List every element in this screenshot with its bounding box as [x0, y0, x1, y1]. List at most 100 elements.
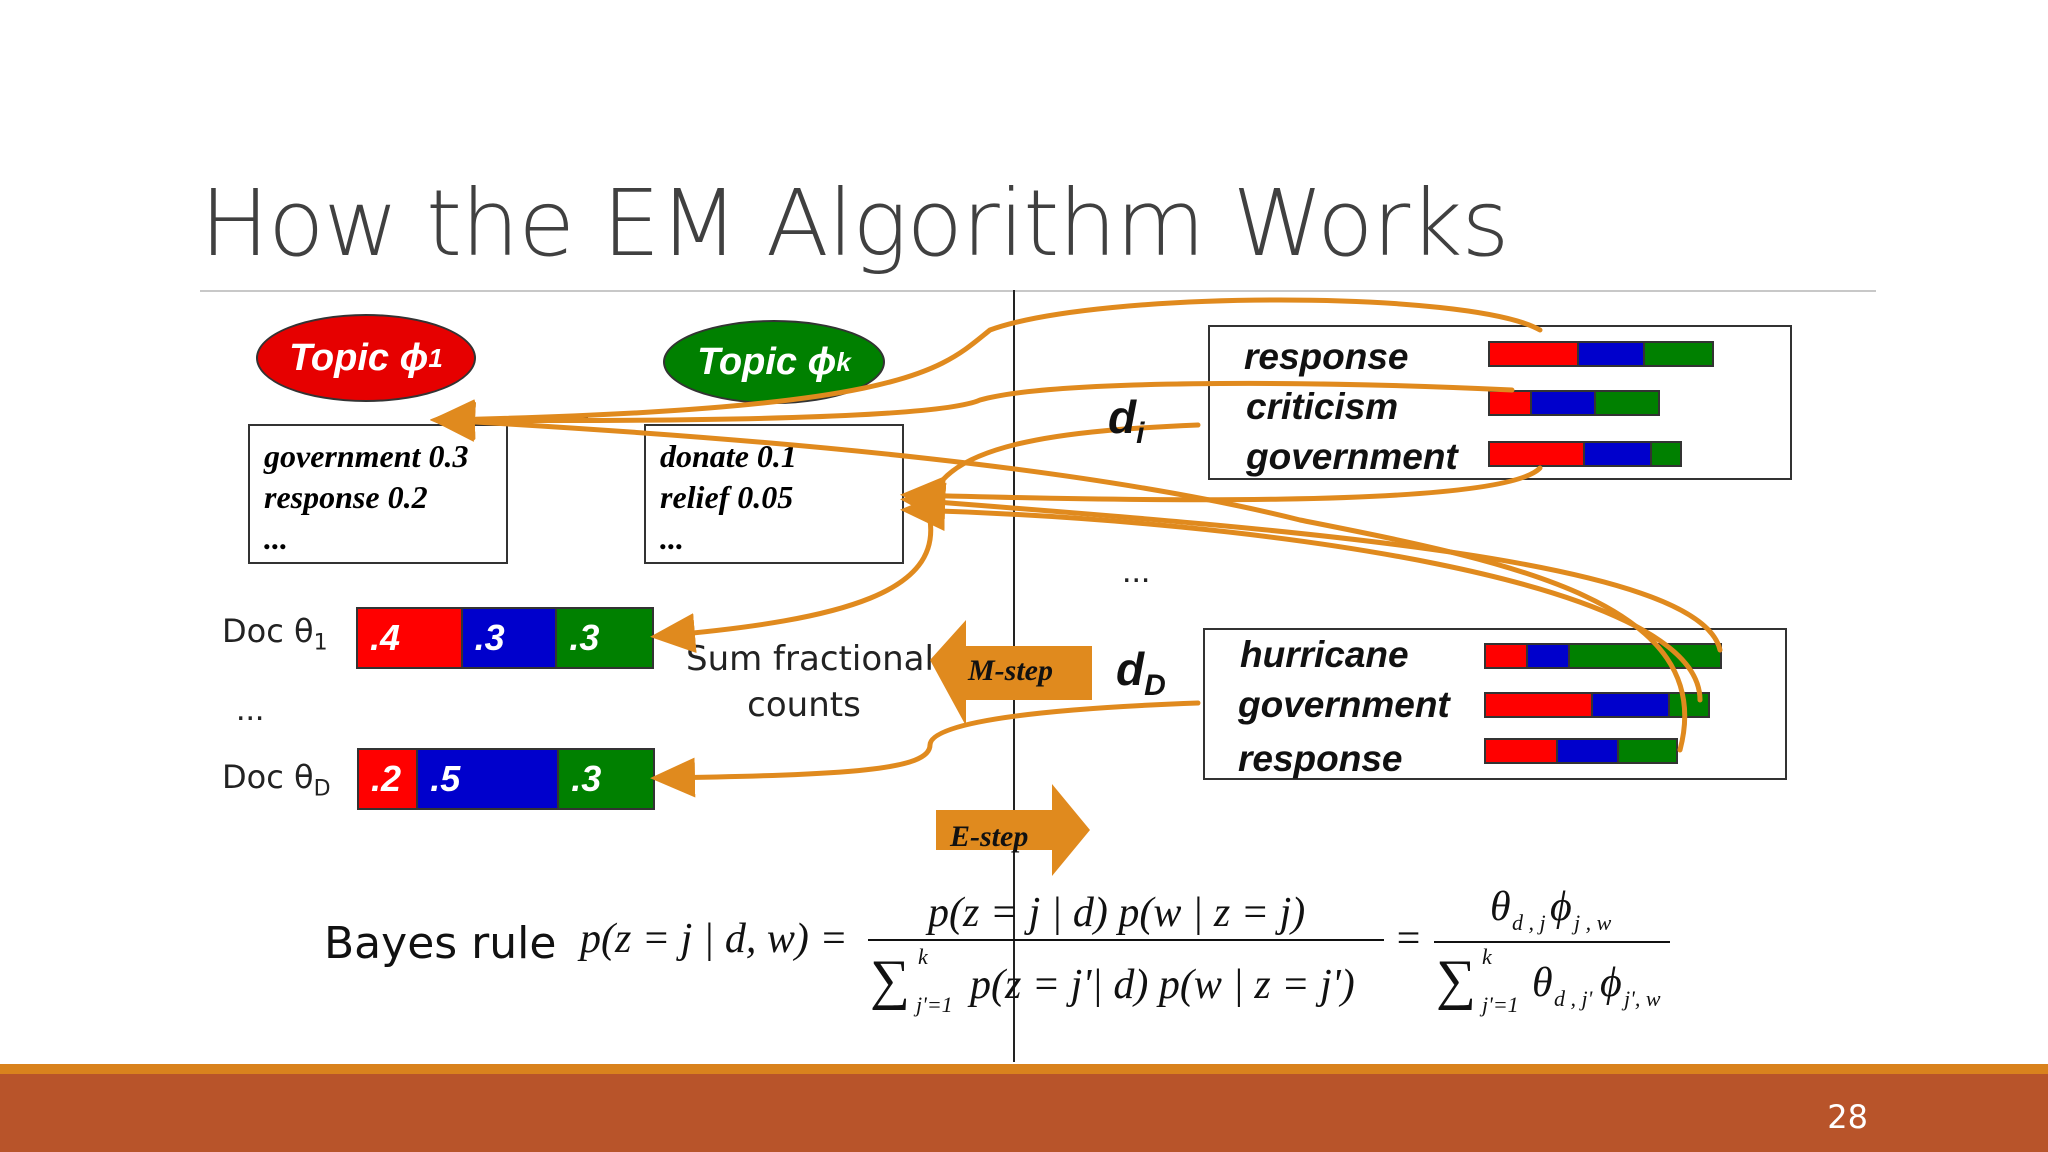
curve-response-D-to-topic1 — [430, 401, 1688, 753]
doc-i-word-2-seg-green — [1595, 392, 1658, 414]
doc-D-seg-1: .2 — [359, 750, 419, 808]
footer-accent-stripe — [0, 1064, 2048, 1074]
eq-num2-sub-1: d , j — [1512, 910, 1546, 935]
eq-numerator-1: p(z = j | d) p(w | z = j) — [925, 890, 1305, 936]
e-step-label: E-step — [950, 820, 1029, 853]
doc-1-label: Doc θ1 — [222, 612, 328, 655]
topic-k-sub: k — [836, 346, 851, 377]
m-step-arrow — [930, 620, 1092, 726]
eq-sum-1: ∑ — [870, 949, 910, 1011]
doc-i-box — [1208, 325, 1792, 480]
topic-ellipsis: ... — [562, 392, 591, 430]
doc-D-word-3-seg-red — [1486, 740, 1559, 762]
doc-i-word-2-bar — [1488, 390, 1660, 416]
doc-i-word-3-bar — [1488, 441, 1682, 467]
doc-D-word-2-seg-blue — [1592, 694, 1671, 716]
curve-govt-D-to-topick — [900, 491, 1703, 703]
topic-1-words: government 0.3 response 0.2 ... — [248, 424, 508, 564]
eq-lhs: p(z = j | d, w) = — [577, 916, 848, 962]
doc-i-word-1-bar — [1488, 341, 1714, 367]
doc-D-label-big: dD — [1116, 642, 1166, 703]
topic-1-word-3: ... — [264, 520, 288, 556]
curve-dD-to-docD — [650, 700, 1201, 798]
doc-D-label-text: Doc θ — [222, 758, 314, 796]
topic-1-word-1: government 0.3 — [264, 438, 469, 474]
doc-i-word-1-seg-red — [1490, 343, 1579, 365]
eq-sum-2: ∑ — [1436, 949, 1476, 1011]
doc-D-label-big-sub: D — [1144, 669, 1166, 703]
doc-D-word-2: government — [1238, 684, 1450, 725]
doc-D-word-3-bar — [1484, 738, 1678, 764]
doc-1-label-text: Doc θ — [222, 612, 314, 650]
curve-di-to-doc1 — [650, 422, 1201, 653]
e-step-arrow — [936, 784, 1090, 876]
doc-D-word-2-bar — [1484, 692, 1710, 718]
slide-title: How the EM Algorithm Works — [200, 170, 1509, 277]
doc-D-seg-3: .3 — [559, 750, 653, 808]
doc-i-word-2-seg-red — [1490, 392, 1532, 414]
doc-D-label: Doc θD — [222, 758, 331, 801]
doc-D-word-2-seg-red — [1486, 694, 1593, 716]
topic-1-label: Topic ϕ — [289, 336, 429, 379]
topic-k-word-3: ... — [660, 520, 684, 556]
eq-sum-1-bottom: j'=1 — [913, 992, 953, 1017]
doc-D-box — [1203, 628, 1787, 780]
curve-hurricane-to-topick — [900, 482, 1723, 653]
bayes-equation: p(z = j | d, w) = p(z = j | d) p(w | z =… — [577, 884, 1670, 1017]
footer-bar — [0, 1064, 2048, 1152]
doc-i-word-2: criticism — [1246, 386, 1399, 427]
topic-1-word-2: response 0.2 — [264, 479, 428, 515]
doc-D-word-1-seg-blue — [1528, 645, 1571, 667]
bayes-rule-label: Bayes rule — [324, 918, 557, 969]
eq-sum-1-top: k — [918, 944, 929, 969]
doc-D-word-3-seg-blue — [1558, 740, 1619, 762]
doc-D-word-1-seg-red — [1486, 645, 1529, 667]
eq-sum-2-top: k — [1482, 944, 1493, 969]
doc-i-word-1-seg-blue — [1578, 343, 1646, 365]
doc-D-word-1: hurricane — [1240, 634, 1409, 675]
doc-D-label-big-text: d — [1116, 643, 1145, 695]
doc-D-seg-2: .5 — [418, 750, 560, 808]
doc-i-label-sub: i — [1136, 417, 1145, 451]
doc-i-word-1: response — [1244, 336, 1409, 377]
doc-i-label: di — [1108, 390, 1144, 451]
eq-den2-sub-1: d , j' — [1554, 986, 1593, 1011]
doc-1-seg-2: .3 — [462, 609, 558, 667]
eq-numerator-2: θ — [1490, 884, 1511, 930]
count-curves — [430, 297, 1723, 798]
doc-1-seg-1: .4 — [358, 609, 463, 667]
curve-govt-to-topick — [900, 465, 1543, 516]
eq-sum-2-bottom: j'=1 — [1479, 992, 1519, 1017]
eq-num2-phi: ϕ — [1550, 884, 1572, 930]
curve-criticism-to-topic1 — [430, 380, 1515, 441]
documents-ellipsis: ... — [1122, 552, 1151, 590]
doc-D-word-3-seg-green — [1618, 740, 1676, 762]
doc-D-bar: .2 .5 .3 — [357, 748, 655, 810]
topic-k-label: Topic ϕ — [697, 340, 837, 383]
eq-den2-sub-2: j', w — [1621, 986, 1661, 1011]
doc-i-word-3-seg-blue — [1585, 443, 1652, 465]
topic-k-words: donate 0.1 relief 0.05 ... — [644, 424, 904, 564]
sum-line-1: Sum fractional — [686, 639, 934, 679]
sum-fractional-counts: Sum fractional counts — [686, 636, 934, 728]
topic-k-word-2: relief 0.05 — [660, 479, 794, 515]
doc-i-word-2-seg-blue — [1532, 392, 1596, 414]
sum-line-2: counts — [747, 685, 861, 725]
eq-num2-sub-2: j , w — [1571, 910, 1612, 935]
page-number: 28 — [1827, 1098, 1868, 1136]
doc-i-word-3-seg-green — [1651, 443, 1680, 465]
doc-1-label-sub: 1 — [313, 630, 328, 656]
topic-1-sub: 1 — [428, 342, 443, 373]
doc-i-word-3: government — [1246, 436, 1458, 477]
eq-equals: = — [1394, 916, 1422, 962]
title-divider — [200, 290, 1876, 292]
doc-D-word-3: response — [1238, 738, 1403, 779]
eq-den2-phi: ϕ — [1600, 960, 1622, 1006]
doc-i-label-text: d — [1108, 391, 1137, 443]
doc-i-word-1-seg-green — [1645, 343, 1712, 365]
doc-1-bar: .4 .3 .3 — [356, 607, 654, 669]
eq-den2-theta: θ — [1532, 960, 1553, 1006]
doc-D-label-sub: D — [313, 776, 331, 802]
docs-ellipsis: ... — [236, 690, 265, 728]
